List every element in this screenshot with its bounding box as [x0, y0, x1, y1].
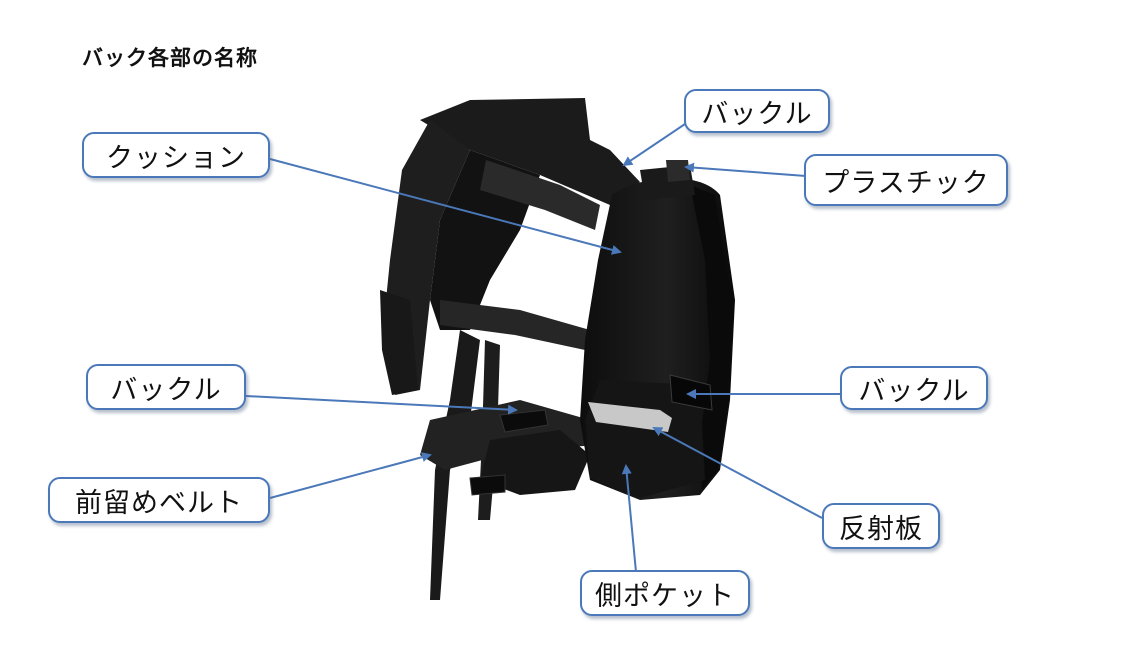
waist-belts [420, 300, 600, 600]
arrow-reflector [652, 427, 823, 519]
shoulder-straps [380, 98, 640, 395]
arrow-plastic [684, 162, 807, 177]
label-cushion: クッション [82, 132, 270, 178]
arrow-buckle-left [245, 395, 518, 415]
arrow-buckle-top [622, 121, 689, 167]
arrow-front-belt [269, 452, 432, 499]
bag-body [580, 160, 735, 500]
diagram-title: バック各部の名称 [82, 46, 258, 70]
label-side-pocket: 側ポケット [580, 570, 750, 616]
label-reflector: 反射板 [822, 503, 940, 549]
label-plastic: プラスチック [804, 154, 1008, 206]
label-buckle-right: バックル [840, 366, 988, 410]
label-buckle-top: バックル [684, 89, 830, 133]
arrow-side-pocket [621, 464, 637, 573]
label-buckle-left: バックル [86, 364, 246, 410]
arrow-cushion [269, 158, 622, 255]
label-front-belt: 前留めベルト [48, 477, 270, 523]
reflector-strip [588, 402, 672, 432]
callout-arrows [245, 121, 840, 573]
